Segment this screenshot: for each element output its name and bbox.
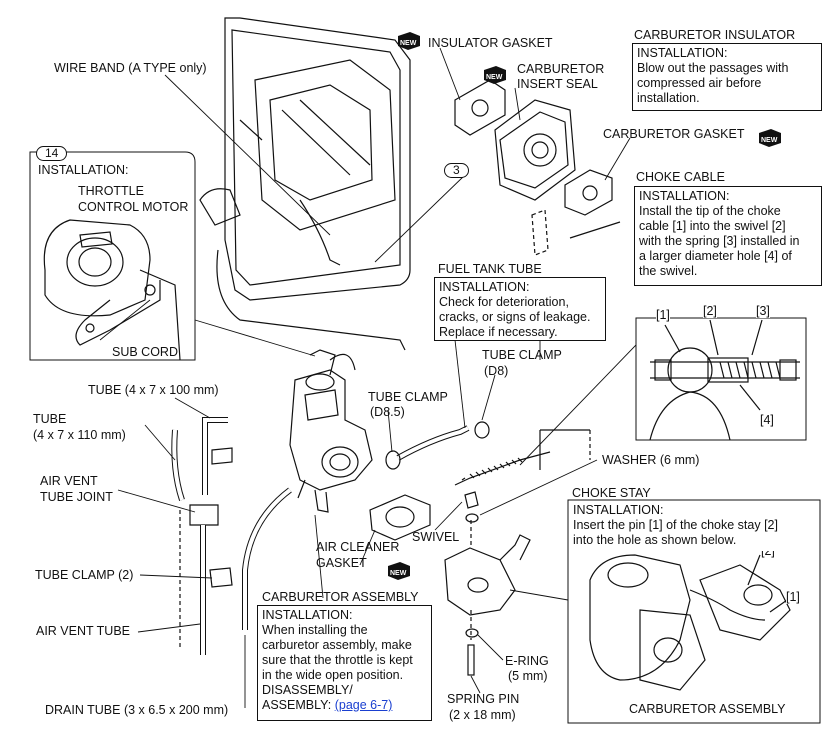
fuel-tank-tube-note: INSTALLATION: Check for deterioration, c… bbox=[434, 277, 606, 341]
page-reference-link[interactable]: (page 6-7) bbox=[334, 698, 393, 712]
choke-stay-ref-1: [1] bbox=[786, 590, 800, 604]
engine-frame bbox=[199, 17, 411, 351]
label-carburetor-gasket: CARBURETOR GASKET bbox=[603, 127, 745, 141]
new-icon-label: NEW bbox=[761, 137, 778, 144]
leader-lines bbox=[99, 47, 637, 708]
note-body: Install the tip of the choke cable [1] i… bbox=[639, 204, 800, 278]
choke-cable-ref-4: [4] bbox=[760, 413, 774, 427]
note-body: When installing the carburetor assembly,… bbox=[262, 623, 413, 682]
choke-stay-carburetor-assembly: CARBURETOR ASSEMBLY bbox=[629, 702, 786, 716]
choke-cable-drawing bbox=[454, 429, 591, 486]
label-air-vent-joint-1: AIR VENT bbox=[40, 474, 98, 488]
label-air-vent-joint-2: TUBE JOINT bbox=[40, 490, 113, 504]
note-heading: INSTALLATION: bbox=[639, 189, 730, 203]
label-choke-stay: CHOKE STAY bbox=[572, 486, 651, 500]
new-part-icon: NEW bbox=[484, 66, 506, 84]
label-wire-band: WIRE BAND (A TYPE only) bbox=[54, 61, 207, 75]
label-tube-110-1: TUBE bbox=[33, 412, 67, 426]
label-carburetor-insulator: CARBURETOR INSULATOR bbox=[634, 28, 796, 42]
label-tube-clamp-d85-1: TUBE CLAMP bbox=[368, 390, 448, 404]
label-carburetor-insert-seal-1: CARBURETOR bbox=[517, 62, 605, 76]
choke-stay-inset-drawing bbox=[567, 499, 821, 724]
label-carburetor-insert-seal-2: INSERT SEAL bbox=[517, 77, 598, 91]
choke-cable-ref-3: [3] bbox=[756, 304, 770, 318]
label-drain-tube: DRAIN TUBE (3 x 6.5 x 200 mm) bbox=[45, 703, 229, 717]
carburetor-drawing bbox=[289, 349, 373, 513]
insulator-stack bbox=[454, 79, 621, 256]
label-tube-110-2: (4 x 7 x 110 mm) bbox=[33, 428, 126, 442]
label-e-ring-1: E-RING bbox=[505, 654, 549, 668]
label-tube-clamp-d8-2: (D8) bbox=[484, 364, 509, 378]
label-washer: WASHER (6 mm) bbox=[602, 453, 700, 467]
note-body: Blow out the passages with compressed ai… bbox=[637, 61, 789, 105]
label-air-cleaner-gasket-1: AIR CLEANER bbox=[316, 540, 400, 554]
label-spring-pin-2: (2 x 18 mm) bbox=[449, 708, 516, 722]
new-icon-label: NEW bbox=[486, 74, 503, 81]
reference-badge-14: 14 bbox=[36, 146, 68, 161]
label-sub-cord: SUB CORD bbox=[112, 345, 178, 359]
label-throttle-motor-2: CONTROL MOTOR bbox=[78, 200, 189, 214]
note-heading: INSTALLATION: bbox=[439, 280, 530, 294]
new-part-icon: NEW bbox=[398, 32, 420, 50]
note-body: Check for deterioration, cracks, or sign… bbox=[439, 295, 591, 339]
label-swivel: SWIVEL bbox=[412, 530, 460, 544]
carburetor-assembly-note: INSTALLATION: When installing the carbur… bbox=[257, 605, 432, 721]
choke-cable-ref-1: [1] bbox=[656, 308, 670, 322]
choke-cable-note: INSTALLATION: Install the tip of the cho… bbox=[634, 186, 822, 286]
label-throttle-motor-1: THROTTLE bbox=[78, 184, 144, 198]
label-e-ring-2: (5 mm) bbox=[508, 669, 548, 683]
label-tube-100: TUBE (4 x 7 x 100 mm) bbox=[88, 383, 219, 397]
carburetor-insulator-note: INSTALLATION: Blow out the passages with… bbox=[632, 43, 822, 111]
fuel-tube-drawing bbox=[385, 421, 490, 470]
note-body: Insert the pin [1] of the choke stay [2]… bbox=[573, 518, 778, 547]
label-air-cleaner-gasket-2: GASKET bbox=[316, 556, 367, 570]
throttle-installation-heading: INSTALLATION: bbox=[38, 163, 129, 177]
choke-cable-inset-drawing bbox=[635, 317, 807, 441]
label-tube-clamp-d8-1: TUBE CLAMP bbox=[482, 348, 562, 362]
label-choke-cable: CHOKE CABLE bbox=[636, 170, 725, 184]
reference-badge-3: 3 bbox=[444, 163, 469, 178]
throttle-motor-drawing bbox=[43, 219, 181, 361]
label-spring-pin-1: SPRING PIN bbox=[447, 692, 520, 706]
choke-stay-note: INSTALLATION: Insert the pin [1] of the … bbox=[569, 501, 819, 551]
label-air-vent-tube: AIR VENT TUBE bbox=[36, 624, 131, 638]
choke-cable-ref-2: [2] bbox=[703, 304, 717, 318]
new-part-icon: NEW bbox=[388, 562, 410, 580]
note-heading: INSTALLATION: bbox=[637, 46, 728, 60]
label-carburetor-assembly: CARBURETOR ASSEMBLY bbox=[262, 590, 419, 604]
new-icon-label: NEW bbox=[390, 570, 407, 577]
new-part-icon: NEW bbox=[759, 129, 781, 147]
note-heading: INSTALLATION: bbox=[262, 608, 353, 622]
tubes-drawing bbox=[171, 417, 292, 655]
throttle-motor-inset-frame bbox=[29, 151, 196, 361]
label-insulator-gasket: INSULATOR GASKET bbox=[428, 36, 553, 50]
label-tube-clamp-2: TUBE CLAMP (2) bbox=[35, 568, 134, 582]
note-heading-disassembly: DISASSEMBLY/ bbox=[262, 683, 353, 697]
note-heading: INSTALLATION: bbox=[573, 503, 664, 517]
choke-stay-drawing bbox=[444, 491, 531, 676]
label-fuel-tank-tube: FUEL TANK TUBE bbox=[438, 262, 542, 276]
new-icon-label: NEW bbox=[400, 40, 417, 47]
note-tail: ASSEMBLY: bbox=[262, 698, 335, 712]
label-tube-clamp-d85-2: (D8.5) bbox=[370, 405, 405, 419]
air-cleaner-gasket-drawing bbox=[369, 494, 431, 541]
